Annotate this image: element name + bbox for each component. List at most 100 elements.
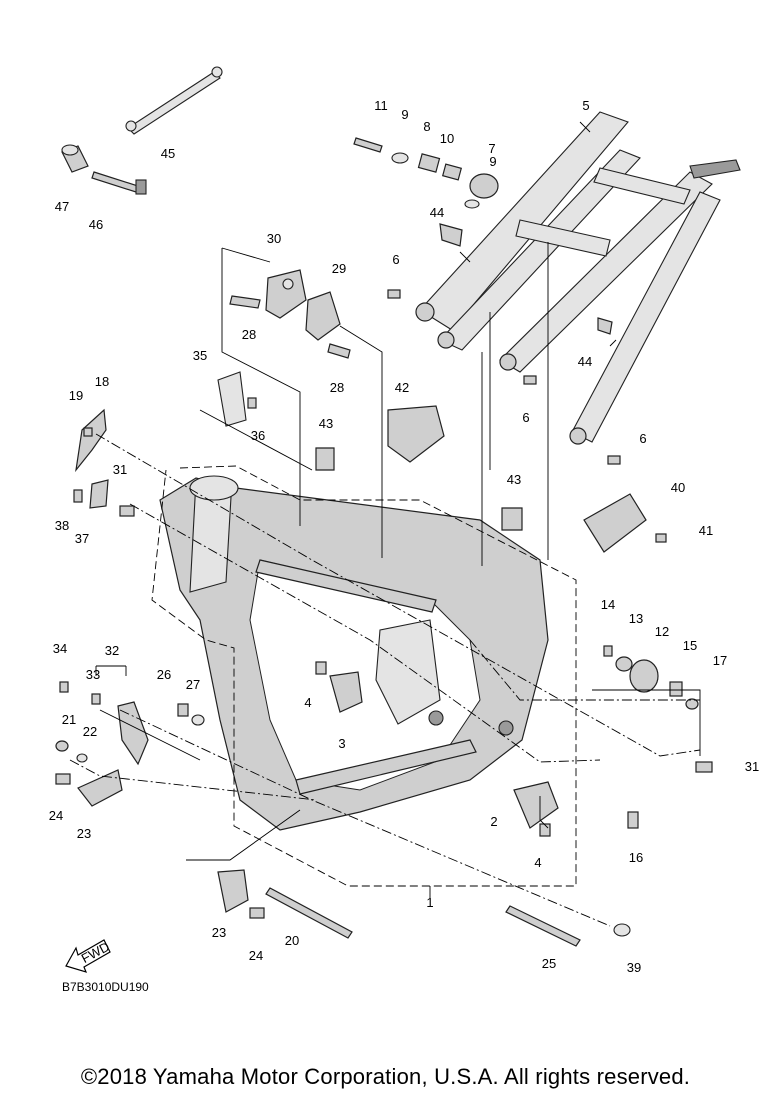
part-44-clip bbox=[439, 223, 463, 247]
callout-42: 42 bbox=[395, 380, 409, 395]
part-41-bolt bbox=[655, 533, 667, 543]
part-5-subframe bbox=[415, 111, 741, 445]
part-10-collar bbox=[441, 163, 463, 181]
part-43b-clip bbox=[501, 507, 523, 531]
callout-17: 17 bbox=[713, 653, 727, 668]
callout-21: 21 bbox=[62, 712, 76, 727]
frame-exploded-diagram: FWD 123445666789910111213141516171819202… bbox=[49, 66, 759, 975]
part-4-bolt bbox=[315, 661, 327, 675]
fwd-arrow-icon: FWD bbox=[65, 939, 112, 973]
callout-6: 6 bbox=[522, 410, 529, 425]
callout-25: 25 bbox=[542, 956, 556, 971]
part-46-bolt bbox=[91, 171, 147, 195]
callout-8: 8 bbox=[423, 119, 430, 134]
callout-29: 29 bbox=[332, 261, 346, 276]
callout-6: 6 bbox=[639, 431, 646, 446]
part-25-bolt bbox=[505, 905, 581, 947]
callout-24: 24 bbox=[49, 808, 63, 823]
callout-9: 9 bbox=[401, 107, 408, 122]
callout-33: 33 bbox=[86, 667, 100, 682]
part-22-washer bbox=[76, 753, 88, 763]
callout-43: 43 bbox=[507, 472, 521, 487]
callout-23: 23 bbox=[212, 925, 226, 940]
part-18-bracket bbox=[75, 408, 107, 473]
callout-24: 24 bbox=[249, 948, 263, 963]
part-6-bolt bbox=[387, 289, 401, 299]
fwd-label: FWD bbox=[79, 939, 112, 966]
callout-41: 41 bbox=[699, 523, 713, 538]
part-12-bushing bbox=[629, 659, 659, 693]
callout-44: 44 bbox=[578, 354, 592, 369]
callout-31: 31 bbox=[113, 462, 127, 477]
part-14-collar bbox=[669, 681, 683, 697]
part-43-clip bbox=[315, 447, 335, 471]
callout-30: 30 bbox=[267, 231, 281, 246]
part-44b-clip bbox=[597, 317, 613, 335]
part-21-nut bbox=[55, 740, 69, 752]
callout-2: 2 bbox=[490, 814, 497, 829]
callout-43: 43 bbox=[319, 416, 333, 431]
callout-44: 44 bbox=[430, 205, 444, 220]
part-24-bolt bbox=[55, 773, 71, 785]
part-6c-bolt bbox=[607, 455, 621, 465]
callout-3: 3 bbox=[338, 736, 345, 751]
part-31b-bolt bbox=[119, 505, 135, 517]
callout-26: 26 bbox=[157, 667, 171, 682]
callout-35: 35 bbox=[193, 348, 207, 363]
callout-47: 47 bbox=[55, 199, 69, 214]
callout-40: 40 bbox=[671, 480, 685, 495]
part-13-washer bbox=[615, 656, 633, 672]
part-23b-bracket bbox=[217, 869, 249, 913]
callout-32: 32 bbox=[105, 643, 119, 658]
part-31-bolt bbox=[695, 761, 713, 773]
callout-9: 9 bbox=[489, 154, 496, 169]
callout-28: 28 bbox=[330, 380, 344, 395]
part-11-bolt bbox=[353, 137, 383, 153]
part-6b-bolt bbox=[523, 375, 537, 385]
part-38-bolt bbox=[73, 489, 83, 503]
part-36-bolt bbox=[247, 397, 257, 409]
callout-5: 5 bbox=[582, 98, 589, 113]
callout-46: 46 bbox=[89, 217, 103, 232]
part-4b-bolt bbox=[539, 823, 551, 837]
part-7-bushing bbox=[469, 173, 499, 199]
part-45-rod bbox=[125, 66, 223, 135]
part-16-bolt bbox=[603, 645, 613, 657]
part-34-bolt bbox=[59, 681, 69, 693]
part-26-bolt bbox=[177, 703, 189, 717]
part-2-plate bbox=[513, 781, 559, 829]
callout-20: 20 bbox=[285, 933, 299, 948]
callout-38: 38 bbox=[55, 518, 69, 533]
callout-36: 36 bbox=[251, 428, 265, 443]
part-15-bolt bbox=[627, 811, 639, 829]
callout-45: 45 bbox=[161, 146, 175, 161]
callout-14: 14 bbox=[601, 597, 615, 612]
callout-39: 39 bbox=[627, 960, 641, 975]
diagram-code: B7B3010DU190 bbox=[62, 980, 149, 994]
callout-19: 19 bbox=[69, 388, 83, 403]
part-35-guard bbox=[217, 371, 247, 427]
part-28-bolt bbox=[229, 295, 261, 309]
callout-28: 28 bbox=[242, 327, 256, 342]
callout-12: 12 bbox=[655, 624, 669, 639]
part-9-washer bbox=[391, 152, 409, 164]
copyright-notice: ©2018 Yamaha Motor Corporation, U.S.A. A… bbox=[80, 1064, 691, 1089]
part-8-collar bbox=[417, 153, 441, 173]
part-28b-bolt bbox=[327, 343, 351, 359]
callout-6: 6 bbox=[392, 252, 399, 267]
part-19-bolt bbox=[83, 427, 93, 437]
part-29-bracket bbox=[305, 291, 341, 341]
callout-1: 1 bbox=[426, 895, 433, 910]
part-3-bracket bbox=[329, 671, 363, 713]
callout-22: 22 bbox=[83, 724, 97, 739]
callout-16: 16 bbox=[629, 850, 643, 865]
callout-4: 4 bbox=[534, 855, 541, 870]
part-27-washer bbox=[191, 714, 205, 726]
callout-27: 27 bbox=[186, 677, 200, 692]
callout-7: 7 bbox=[488, 141, 495, 156]
callout-37: 37 bbox=[75, 531, 89, 546]
callout-10: 10 bbox=[440, 131, 454, 146]
part-9b-washer bbox=[464, 199, 480, 209]
part-32-guard bbox=[117, 701, 149, 766]
callout-4: 4 bbox=[304, 695, 311, 710]
